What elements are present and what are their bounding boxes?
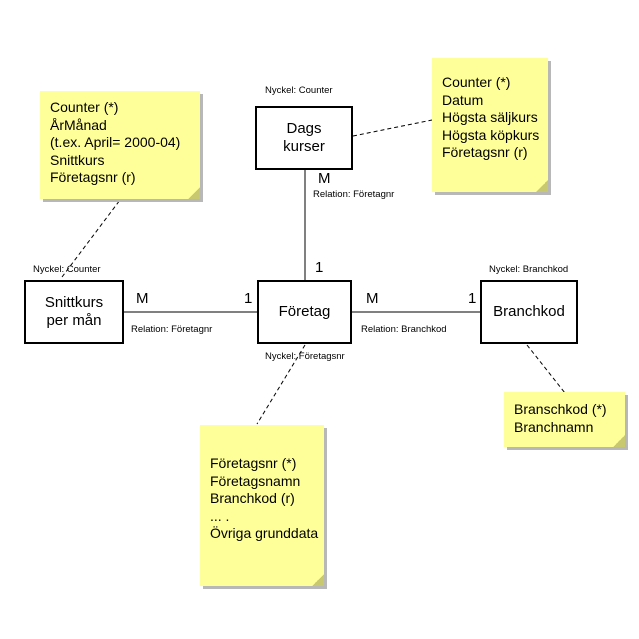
entity-snittkurs-label: Snittkurs per mån <box>44 294 104 329</box>
cardinality-branch-one: 1 <box>468 290 477 307</box>
key-snittkurs: Nyckel: Counter <box>33 264 101 275</box>
relation-label-snittkurs: Relation: Företagnr <box>131 324 213 335</box>
cardinality-branch-many: M <box>366 290 379 307</box>
note-line: Snittkurs <box>50 151 105 168</box>
entity-dagskurser[interactable]: Dags kurser <box>255 106 353 170</box>
relation-label-branch: Relation: Branchkod <box>361 324 447 335</box>
note-line: Högsta köpkurs <box>442 126 540 143</box>
note-line: Företagsnr (r) <box>442 144 528 160</box>
note-line: Branchnamn <box>514 418 594 435</box>
relation-label-dagskurser: Relation: Företagnr <box>313 189 395 200</box>
entity-snittkurs[interactable]: Snittkurs per mån <box>24 280 124 344</box>
note-line: Branschkod (*) <box>514 401 607 417</box>
note-line: Företagsnr (r) <box>50 169 136 185</box>
entity-branchkod-label: Branchkod <box>493 303 565 320</box>
note-line: (t.ex. April= 2000-04) <box>50 134 181 150</box>
note-link-dagskurser <box>352 119 433 137</box>
note-line: Counter (*) <box>442 74 511 90</box>
entity-foretag[interactable]: Företag <box>257 280 352 344</box>
note-link-branchkod <box>526 344 566 394</box>
note-line: ÅrMånad <box>50 116 107 133</box>
key-branchkod: Nyckel: Branchkod <box>489 264 569 275</box>
note-branchkod: Branschkod (*)Branchnamn <box>504 392 625 447</box>
entity-branchkod[interactable]: Branchkod <box>480 280 578 344</box>
note-link-snittkurs <box>61 199 121 278</box>
cardinality-dagskurser-one: 1 <box>315 259 324 276</box>
entity-dagskurser-label: Dags kurser <box>283 120 325 155</box>
note-line: Datum <box>442 91 484 108</box>
note-line: Högsta säljkurs <box>442 109 538 125</box>
cardinality-snittkurs-one: 1 <box>244 290 253 307</box>
note-link-foretag <box>256 344 306 425</box>
note-line: ... . <box>210 507 230 524</box>
note-line: Övriga grunddata <box>210 525 319 541</box>
note-line: Counter (*) <box>50 99 119 115</box>
note-line: Branchkod (r) <box>210 490 295 506</box>
cardinality-snittkurs-many: M <box>136 290 149 307</box>
note-line: Företagsnamn <box>210 472 301 489</box>
cardinality-dagskurser-many: M <box>318 170 331 187</box>
key-dagskurser: Nyckel: Counter <box>265 85 333 96</box>
note-snittkurs: Counter (*)ÅrMånad(t.ex. April= 2000-04)… <box>40 91 200 199</box>
key-foretag: Nyckel: Företagsnr <box>265 351 345 362</box>
note-line: Företagsnr (*) <box>210 455 297 471</box>
entity-foretag-label: Företag <box>278 303 331 320</box>
